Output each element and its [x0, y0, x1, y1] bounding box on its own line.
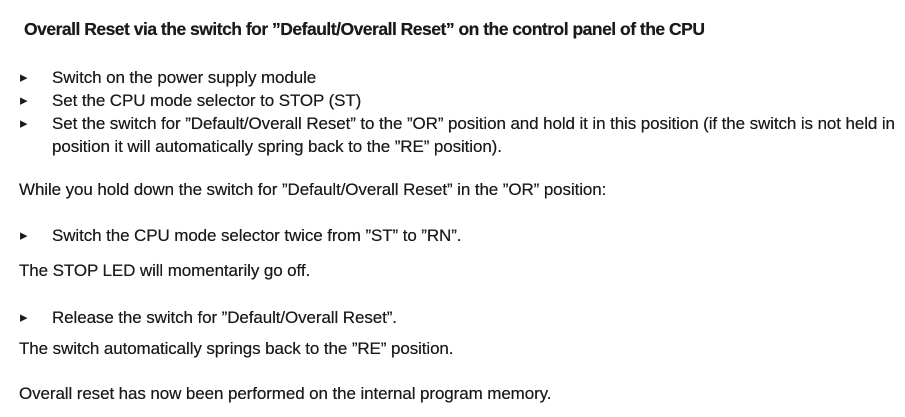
list-item-text: Release the switch for ”Default/Overall …	[52, 308, 397, 327]
list-item-text: Switch the CPU mode selector twice from …	[52, 226, 462, 245]
list-item-text: Set the switch for ”Default/Overall Rese…	[52, 114, 895, 156]
bullet-list-release: ▸ Release the switch for ”Default/Overal…	[19, 306, 897, 329]
bullet-list-preparation: ▸ Switch on the power supply module ▸ Se…	[19, 66, 897, 158]
paragraph-result: Overall reset has now been performed on …	[19, 384, 552, 403]
list-item: ▸ Release the switch for ”Default/Overal…	[19, 306, 897, 329]
triangle-bullet-icon: ▸	[20, 91, 28, 109]
bullet-list-mode-selector: ▸ Switch the CPU mode selector twice fro…	[19, 224, 897, 247]
paragraph-spring-back: The switch automatically springs back to…	[19, 339, 454, 358]
list-item: ▸ Switch on the power supply module	[19, 66, 897, 89]
triangle-bullet-icon: ▸	[20, 114, 28, 132]
triangle-bullet-icon: ▸	[20, 226, 28, 244]
paragraph-hold-switch: While you hold down the switch for ”Defa…	[19, 180, 607, 199]
list-item-text: Switch on the power supply module	[52, 68, 317, 87]
list-item-text: Set the CPU mode selector to STOP (ST)	[52, 91, 362, 110]
page-title: Overall Reset via the switch for ”Defaul…	[24, 19, 705, 39]
list-item: ▸ Set the switch for ”Default/Overall Re…	[19, 112, 897, 158]
list-item: ▸ Set the CPU mode selector to STOP (ST)	[19, 89, 897, 112]
triangle-bullet-icon: ▸	[20, 68, 28, 86]
paragraph-stop-led: The STOP LED will momentarily go off.	[19, 261, 311, 280]
triangle-bullet-icon: ▸	[20, 308, 28, 326]
list-item: ▸ Switch the CPU mode selector twice fro…	[19, 224, 897, 247]
